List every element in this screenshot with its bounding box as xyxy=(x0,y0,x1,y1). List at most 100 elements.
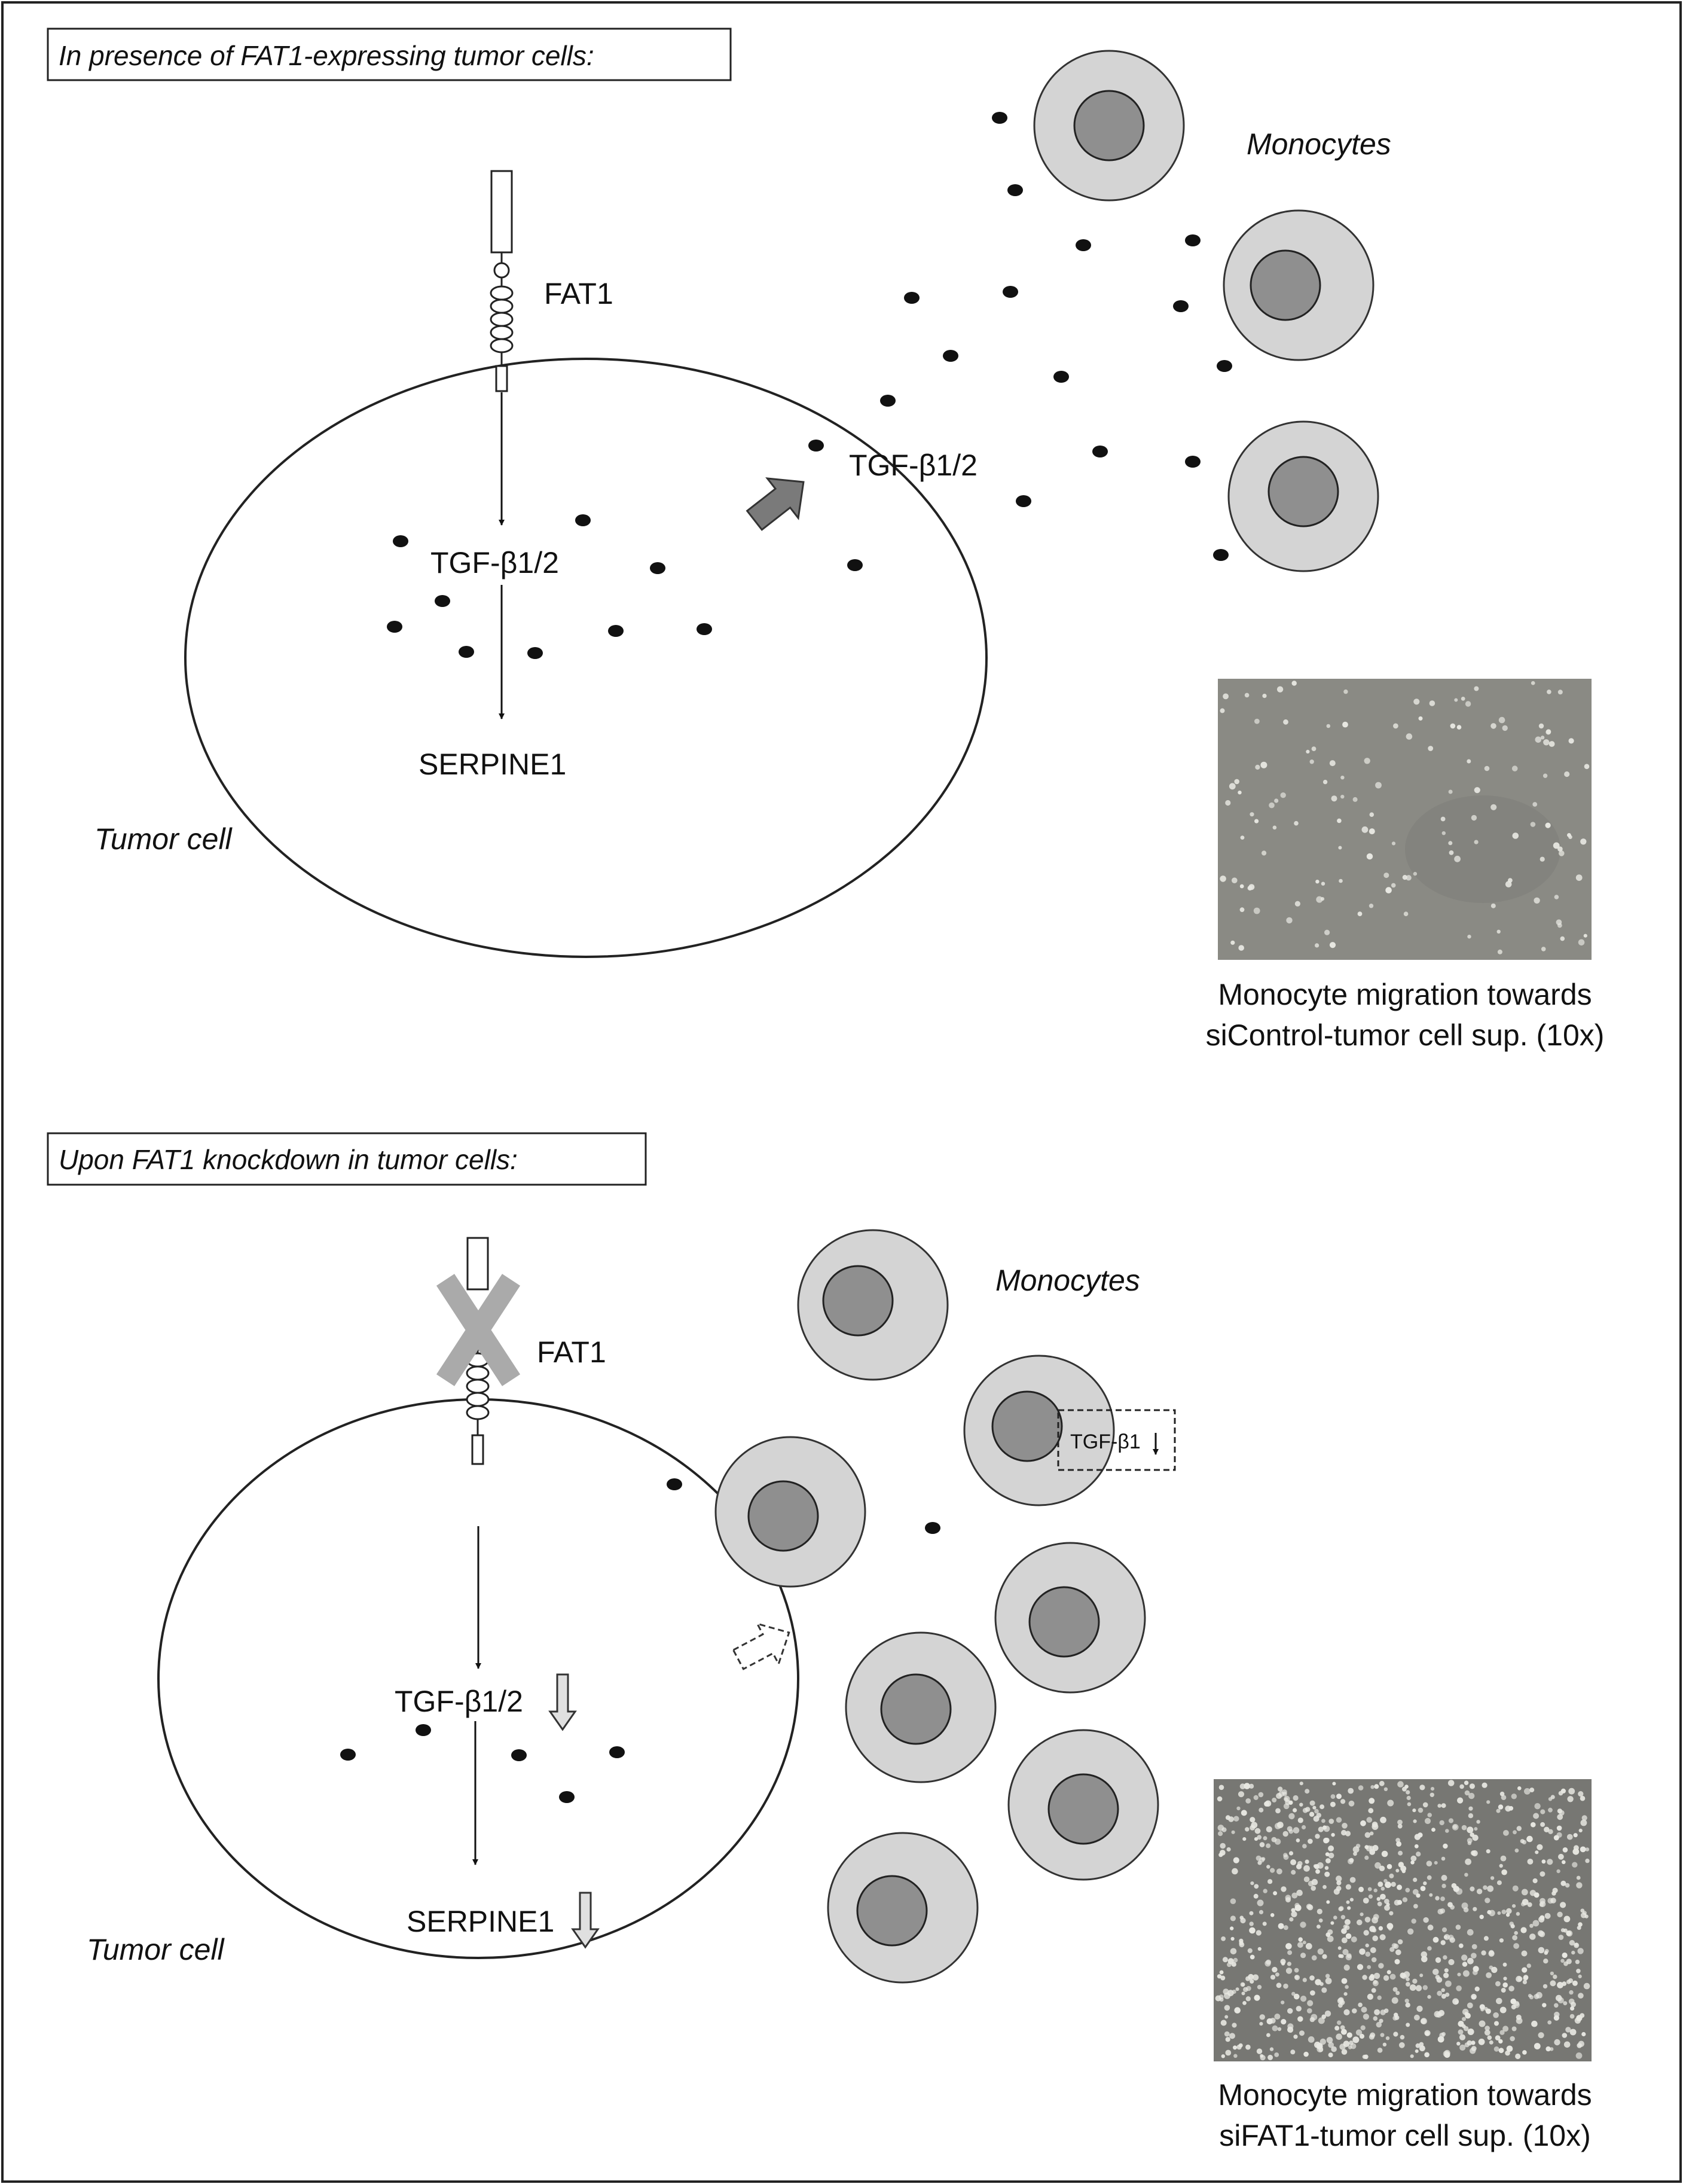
micrograph-cell xyxy=(1302,1844,1307,1849)
micrograph-cell xyxy=(1511,765,1518,771)
micrograph-cell xyxy=(1333,1915,1337,1920)
micrograph-cell xyxy=(1215,1995,1221,2002)
micrograph-cell xyxy=(1334,2026,1340,2031)
micrograph-cell xyxy=(1254,1884,1259,1889)
micrograph-cell xyxy=(1230,1898,1236,1904)
micrograph-cell xyxy=(1324,1871,1330,1877)
micrograph-cell xyxy=(1297,1942,1303,1948)
micrograph-cell xyxy=(1315,1834,1320,1839)
micrograph-cell xyxy=(1370,1947,1376,1953)
micrograph-cell xyxy=(1246,1985,1251,1991)
micrograph-cell xyxy=(1369,828,1375,835)
micrograph-cell xyxy=(1397,1819,1403,1825)
micrograph-cell xyxy=(1547,2020,1552,2025)
micrograph-cell xyxy=(1499,1791,1505,1796)
micrograph-cell xyxy=(1430,1787,1435,1791)
micrograph-cell xyxy=(1283,1983,1288,1989)
micrograph-cell xyxy=(1266,2033,1270,2037)
micrograph-cell xyxy=(1352,2036,1360,2043)
micrograph-cell xyxy=(1291,1908,1296,1912)
micrograph-cell xyxy=(1448,1959,1455,1966)
micrograph-cell xyxy=(1584,764,1590,769)
micrograph-cell xyxy=(1343,689,1348,694)
micrograph-cell xyxy=(1464,2026,1469,2032)
micrograph-cell xyxy=(1340,1954,1344,1959)
micrograph-cell xyxy=(1441,1803,1446,1808)
micrograph-cell xyxy=(1441,1988,1445,1993)
micrograph-cell xyxy=(1380,1886,1385,1891)
micrograph-cell xyxy=(1367,1887,1372,1892)
micrograph-cell xyxy=(1384,1905,1390,1911)
micrograph-cell xyxy=(1557,1808,1562,1814)
micrograph-cell xyxy=(1230,940,1235,945)
micrograph-cell xyxy=(1560,1788,1566,1793)
micrograph-cell xyxy=(1324,2010,1331,2017)
micrograph-cell xyxy=(1336,1793,1342,1799)
micrograph-cell xyxy=(1238,791,1242,795)
micrograph-cell xyxy=(1378,1926,1383,1931)
micrograph-cell xyxy=(1227,1962,1232,1968)
micrograph-cell xyxy=(1517,1786,1522,1790)
micrograph-cell xyxy=(1467,1838,1473,1844)
micrograph-cell xyxy=(1366,1817,1373,1823)
micrograph-cell xyxy=(1389,1947,1395,1952)
micrograph-cell xyxy=(1329,942,1336,948)
micrograph-cell xyxy=(1464,1780,1469,1785)
micrograph-cell xyxy=(1315,943,1319,948)
micrograph-cell xyxy=(1340,2025,1345,2030)
micrograph-cell xyxy=(1229,783,1236,790)
micrograph-cell xyxy=(1471,2046,1477,2051)
micrograph-cell xyxy=(1357,1964,1364,1971)
micrograph-cell xyxy=(1418,1807,1424,1813)
micrograph-cell xyxy=(1374,2009,1380,2015)
micrograph-cell xyxy=(1372,1928,1377,1933)
micrograph-cell xyxy=(1345,1985,1349,1989)
micrograph-cell xyxy=(1291,1869,1296,1875)
micrograph-cell xyxy=(1434,1860,1438,1865)
micrograph-cell xyxy=(1558,1935,1564,1940)
micrograph-cell xyxy=(1580,1908,1585,1913)
micrograph-cell xyxy=(1540,1898,1545,1904)
micrograph-cell xyxy=(1455,1924,1461,1930)
micrograph-cell xyxy=(1250,812,1254,817)
micrograph-cell xyxy=(1437,1804,1441,1808)
micrograph-cell xyxy=(1502,2026,1509,2032)
micrograph-cell xyxy=(1269,2047,1274,2051)
micrograph-cell xyxy=(1230,1926,1234,1930)
micrograph-cell xyxy=(1534,2043,1541,2049)
micrograph-cell xyxy=(1572,1980,1578,1986)
micrograph-cell xyxy=(1465,1858,1472,1865)
micrograph-cell xyxy=(1259,1910,1264,1914)
micrograph-cell xyxy=(1459,2044,1466,2051)
micrograph-cell xyxy=(1424,1817,1431,1825)
micrograph-cell xyxy=(1311,1886,1316,1891)
micrograph-cell xyxy=(1233,1957,1238,1963)
micrograph-cell xyxy=(1313,1864,1318,1868)
micrograph-cell xyxy=(1290,2049,1296,2055)
micrograph-cell xyxy=(1484,2029,1490,2036)
micrograph-cell xyxy=(1299,2030,1305,2036)
micrograph-cell xyxy=(1522,1899,1529,1906)
micrograph-cell xyxy=(1397,1939,1403,1945)
reduced-secretion-arrow-icon xyxy=(732,1622,790,1670)
micrograph-cell xyxy=(1457,1972,1461,1976)
micrograph-cell xyxy=(1503,1976,1507,1981)
micrograph-cell xyxy=(1275,1972,1279,1977)
micrograph-cell xyxy=(1296,1889,1303,1896)
micrograph-cell xyxy=(1496,929,1501,934)
micrograph-cell xyxy=(1435,1957,1441,1963)
micrograph-cell xyxy=(1553,842,1560,849)
micrograph-cell xyxy=(1486,1849,1490,1854)
micrograph-cell xyxy=(1346,1953,1352,1959)
secretion-arrow-icon xyxy=(746,477,805,531)
micrograph-cell xyxy=(1249,1911,1254,1915)
micrograph-cell xyxy=(1521,1950,1528,1957)
micrograph-cell xyxy=(1422,1985,1428,1990)
micrograph-cell xyxy=(1474,686,1479,691)
micrograph-cell xyxy=(1571,1950,1575,1955)
micrograph-cell xyxy=(1395,1991,1400,1996)
micrograph-cell xyxy=(1309,759,1314,764)
micrograph-cell xyxy=(1461,1825,1467,1831)
micrograph-cell xyxy=(1389,1873,1394,1878)
